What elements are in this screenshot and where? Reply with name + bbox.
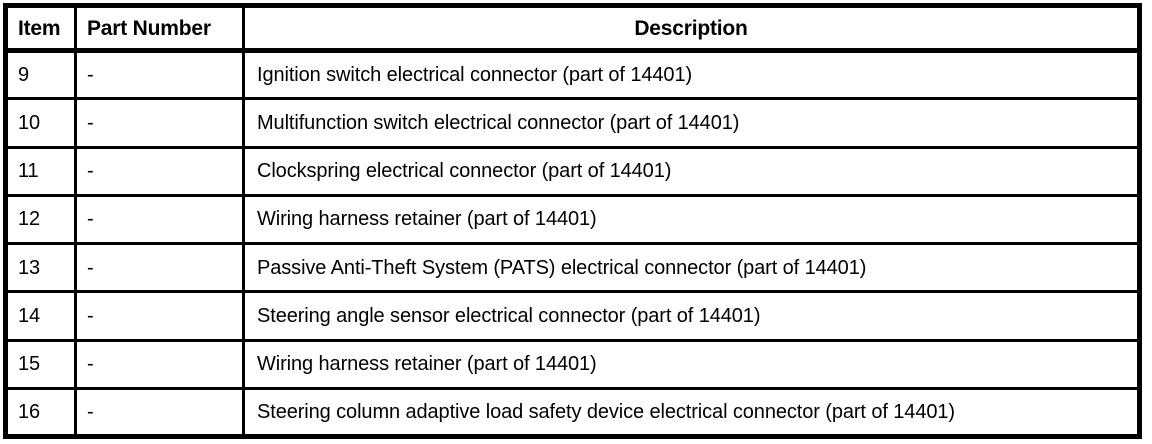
table-row: 15-Wiring harness retainer (part of 1440… (5, 338, 1140, 389)
table-row: 14-Steering angle sensor electrical conn… (5, 290, 1140, 340)
cell-part-number: - (75, 50, 245, 99)
table-row: 13-Passive Anti-Theft System (PATS) elec… (5, 241, 1140, 292)
cell-part-number: - (75, 145, 245, 196)
table-row: 10-Multifunction switch electrical conne… (5, 97, 1140, 147)
cell-description: Steering angle sensor electrical connect… (243, 290, 1140, 340)
column-header-item: Item (5, 5, 77, 53)
cell-part-number: - (75, 386, 245, 437)
cell-part-number: - (75, 290, 245, 340)
cell-item: 9 (5, 50, 77, 99)
cell-description: Ignition switch electrical connector (pa… (243, 50, 1140, 99)
table-row: 12-Wiring harness retainer (part of 1440… (5, 193, 1140, 244)
parts-table: Item Part Number Description 9-Ignition … (3, 3, 1142, 439)
cell-item: 10 (5, 97, 77, 147)
parts-table-container: Item Part Number Description 9-Ignition … (3, 3, 1142, 439)
table-header: Item Part Number Description (5, 5, 1140, 53)
cell-item: 16 (5, 386, 77, 437)
cell-description: Multifunction switch electrical connecto… (243, 97, 1140, 147)
cell-item: 15 (5, 338, 77, 389)
cell-item: 12 (5, 193, 77, 244)
table-row: 16-Steering column adaptive load safety … (5, 386, 1140, 437)
cell-description: Wiring harness retainer (part of 14401) (243, 193, 1140, 244)
column-header-description: Description (243, 5, 1140, 53)
cell-description: Wiring harness retainer (part of 14401) (243, 338, 1140, 389)
table-row: 9-Ignition switch electrical connector (… (5, 50, 1140, 99)
cell-part-number: - (75, 241, 245, 292)
cell-part-number: - (75, 193, 245, 244)
column-header-part-number: Part Number (75, 5, 245, 53)
cell-description: Passive Anti-Theft System (PATS) electri… (243, 241, 1140, 292)
cell-part-number: - (75, 338, 245, 389)
cell-item: 13 (5, 241, 77, 292)
cell-part-number: - (75, 97, 245, 147)
table-row: 11-Clockspring electrical connector (par… (5, 145, 1140, 196)
table-body: 9-Ignition switch electrical connector (… (5, 50, 1140, 437)
cell-description: Steering column adaptive load safety dev… (243, 386, 1140, 437)
cell-item: 11 (5, 145, 77, 196)
cell-description: Clockspring electrical connector (part o… (243, 145, 1140, 196)
cell-item: 14 (5, 290, 77, 340)
table-header-row: Item Part Number Description (5, 5, 1140, 53)
